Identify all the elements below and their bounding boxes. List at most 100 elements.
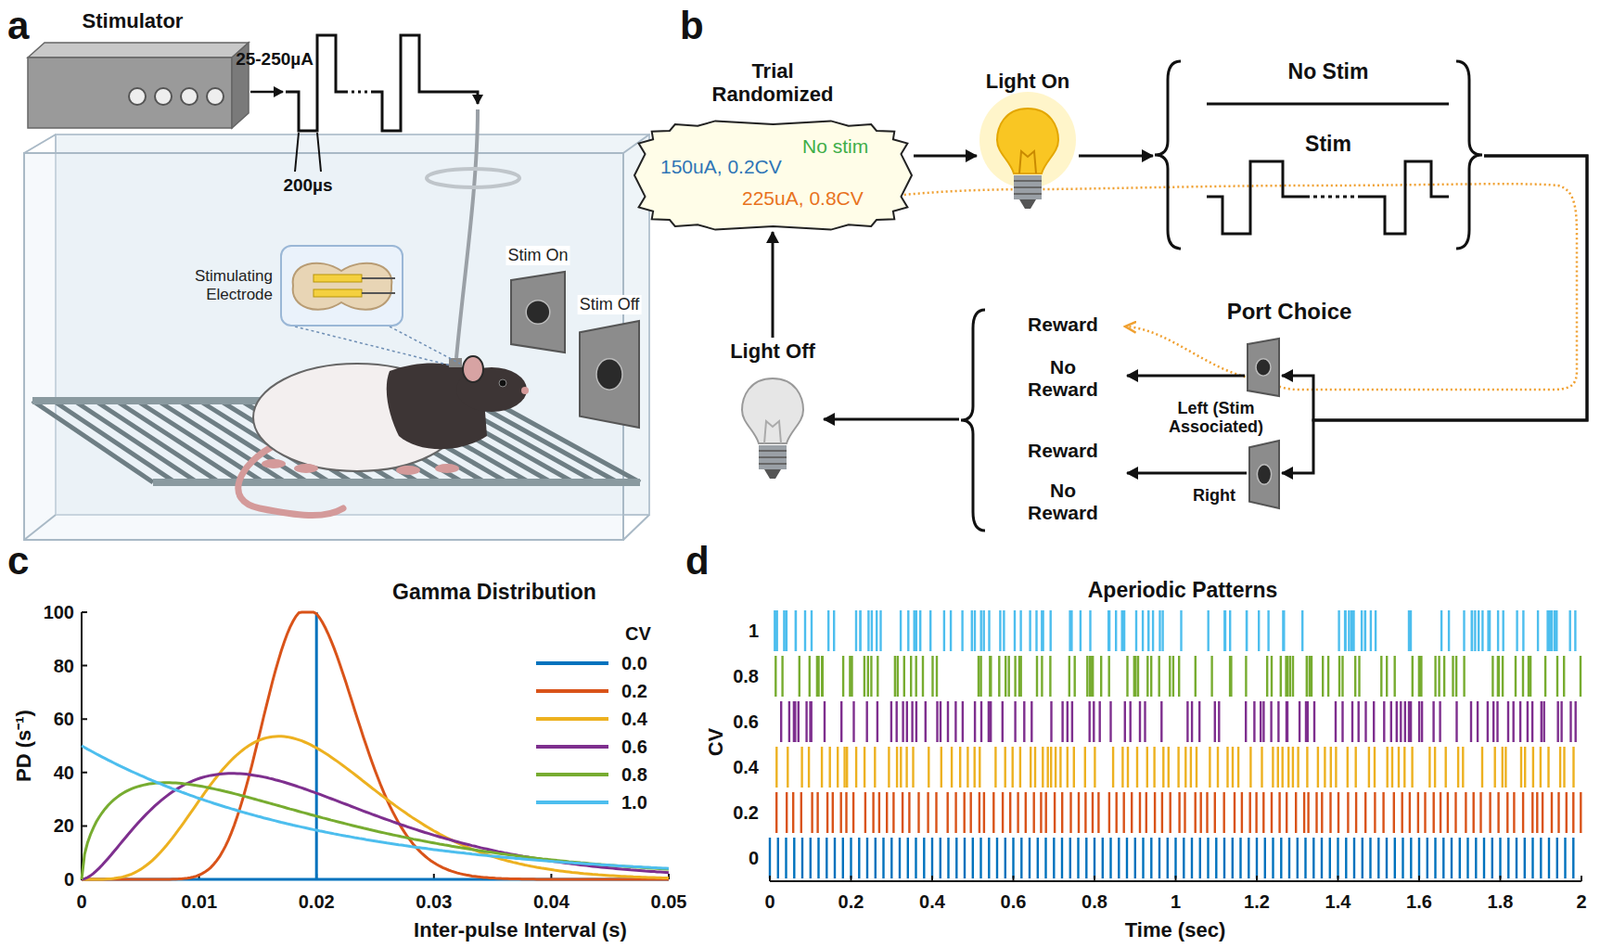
port-panel	[576, 319, 642, 430]
legend-text: 0.0	[621, 652, 648, 675]
stim-cable	[294, 109, 520, 366]
port-panel	[508, 269, 568, 355]
connector	[913, 154, 977, 158]
label: CV	[625, 623, 652, 645]
node-text: Stim	[1305, 131, 1352, 156]
label: c	[7, 538, 29, 584]
light-on: Light On	[976, 67, 1079, 223]
pdf-curve	[81, 612, 669, 880]
node-text: No stim	[802, 135, 869, 158]
label: 40	[53, 761, 75, 783]
node-heading: Left (Stim Associated)	[1137, 399, 1295, 437]
label: 25-250µA	[235, 49, 314, 70]
pulse-raster	[780, 701, 1575, 743]
connector	[1281, 155, 1588, 421]
label: 0.2	[838, 891, 865, 913]
legend-swatch	[536, 689, 609, 693]
connector	[823, 418, 960, 422]
axis	[81, 612, 669, 880]
node-text: Light Off	[729, 339, 816, 363]
nose-port: Stim On	[501, 243, 574, 355]
node-text: 150uA, 0.2CV	[660, 155, 782, 179]
axis	[769, 875, 1582, 882]
pulse-raster	[776, 792, 1581, 833]
stim-trial-path	[871, 183, 1577, 390]
node-text: No Reward	[1021, 479, 1105, 525]
label: 1.4	[1325, 891, 1352, 913]
label: 100	[43, 601, 75, 624]
legend-text: 0.8	[621, 764, 648, 786]
left-port: Left (Stim Associated)	[1244, 336, 1282, 398]
pdf-curve	[81, 782, 669, 880]
label: PD (s⁻¹)	[12, 709, 36, 782]
rat	[238, 356, 529, 516]
outcomes: RewardNo RewardRewardNo Reward	[959, 306, 1127, 535]
legend-swatch	[536, 744, 609, 749]
node-text: 225uA, 0.8CV	[742, 187, 864, 210]
node-text: Stimulator	[82, 9, 184, 33]
label: 0.05	[651, 891, 688, 913]
node-text: No Reward	[1021, 356, 1105, 401]
legend-swatch	[536, 772, 609, 777]
port-panel	[1246, 438, 1282, 511]
label: d	[685, 538, 710, 584]
legend-text: 0.2	[621, 680, 648, 703]
label: 1	[1170, 891, 1181, 913]
stimulator-device	[25, 35, 269, 133]
label: 20	[53, 815, 75, 837]
label: 80	[53, 654, 75, 677]
outcome-brace	[959, 306, 1127, 535]
connector	[1126, 374, 1245, 378]
pdf-curve	[81, 736, 669, 880]
label: 0.03	[415, 891, 452, 913]
label: 0.2	[732, 802, 759, 824]
legend-text: 1.0	[621, 792, 648, 814]
label: 1	[748, 620, 759, 642]
pdf-curve	[81, 612, 669, 880]
legend-text: 0.6	[621, 736, 648, 758]
pulse-raster	[774, 610, 1575, 652]
label: 0.8	[1081, 891, 1108, 913]
light-bulb	[976, 95, 1079, 218]
label: 1.6	[1406, 891, 1433, 913]
label: b	[679, 3, 704, 49]
light-off: Light Off	[721, 337, 824, 488]
node-text: Stim On	[505, 245, 570, 266]
label: 60	[53, 708, 75, 730]
label: Inter-pulse Interval (s)	[413, 918, 628, 942]
nose-port: Stim Off	[574, 293, 646, 430]
node-heading: Trial Randomized	[703, 59, 843, 107]
label: 0	[764, 891, 775, 913]
right-port: Right	[1246, 438, 1282, 511]
label: 0.8	[732, 665, 759, 688]
label: 2	[1575, 891, 1587, 913]
pulse-raster	[769, 837, 1574, 879]
node-text: Reward	[1027, 313, 1099, 336]
label: Time (sec)	[1125, 918, 1226, 942]
label: 0	[64, 869, 75, 891]
electrode-drawing	[281, 246, 402, 325]
connector	[1078, 154, 1153, 158]
node-text: No Stim	[1288, 59, 1370, 84]
label: 0	[76, 891, 87, 913]
label: 0.6	[1000, 891, 1027, 913]
label: 1.8	[1487, 891, 1514, 913]
label: 200µs	[282, 175, 333, 196]
node-heading: Right	[1192, 486, 1236, 506]
connector	[1126, 472, 1247, 475]
legend-text: 0.4	[621, 708, 648, 730]
label: 1.2	[1243, 891, 1270, 913]
stimulator: Stimulator	[25, 7, 269, 133]
legend-swatch	[536, 661, 609, 666]
pulse-raster	[776, 746, 1574, 788]
label: Port Choice	[1227, 298, 1353, 325]
label: 0.01	[180, 891, 218, 913]
connector	[771, 231, 775, 338]
pulse-raster	[775, 655, 1581, 697]
label: Aperiodic Patterns	[1088, 577, 1279, 602]
stim-group: No StimStim	[1152, 57, 1485, 253]
node-text: Reward	[1027, 439, 1099, 462]
label: 0.4	[919, 891, 946, 913]
node-heading: Stimulating Electrode	[170, 267, 273, 304]
